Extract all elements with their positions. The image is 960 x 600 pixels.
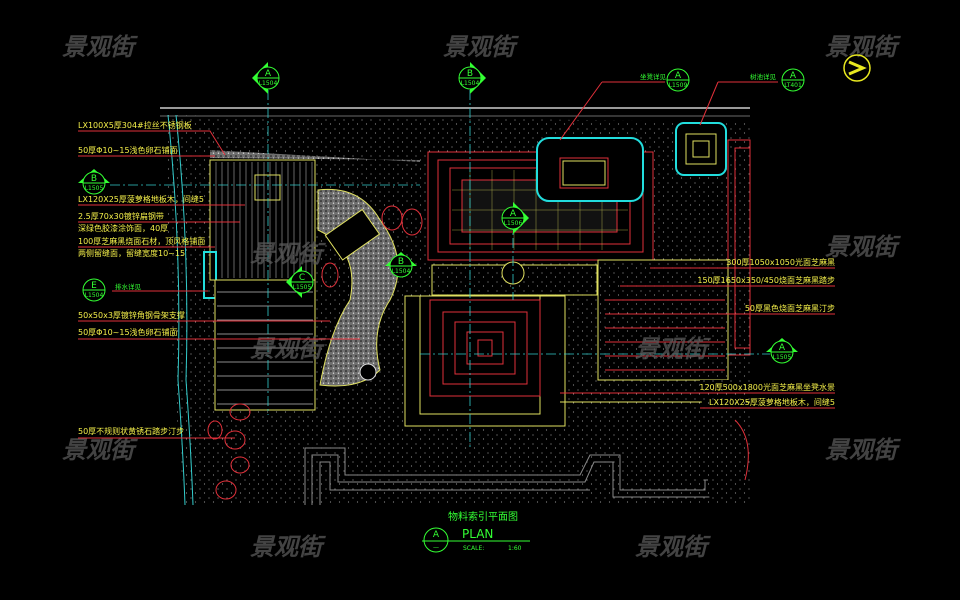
watermarks: 景观街 景观街 景观街 景观街 景观街 景观街 景观街 景观街 景观街 景观街 … <box>62 33 901 561</box>
marker-sheet: L1506 <box>504 220 523 227</box>
tree-pit <box>675 122 727 176</box>
water-feature <box>427 137 654 261</box>
marker-letter: A <box>779 343 786 353</box>
annotation-label: 100厚芝麻黑烧面石材，顶风格铺面 <box>78 236 205 246</box>
annotation-label: LX120X25厚菠萝格地板木，间缝5 <box>78 194 204 204</box>
bridge-slab <box>324 208 381 261</box>
bench <box>536 137 644 202</box>
svg-text:SCALE:: SCALE: <box>463 545 484 552</box>
svg-text:景观街: 景观街 <box>62 436 138 464</box>
svg-text:景观街: 景观街 <box>825 436 901 464</box>
marker-sheet: L1509 <box>669 82 688 89</box>
marker-letter: A <box>675 71 682 81</box>
site-plan <box>110 90 770 506</box>
annotation-label: LX100X5厚304#拉丝不锈钢板 <box>78 120 192 130</box>
svg-text:景观街: 景观街 <box>250 533 326 561</box>
marker-sheet: L1504 <box>259 80 278 87</box>
marker-letter: B <box>398 257 404 267</box>
marker-letter: A <box>510 209 517 219</box>
svg-text:景观街: 景观街 <box>250 335 326 363</box>
svg-text:景观街: 景观街 <box>443 33 519 61</box>
bench-detail-tag: 坐凳详见 <box>640 72 667 81</box>
marker-letter: A <box>265 69 272 79</box>
tree-marker <box>359 363 377 381</box>
drain-grate <box>203 251 217 299</box>
annotation-label: 50厚Φ10~15浅色卵石铺面 <box>78 327 178 337</box>
annotation-label: 150厚1650x350/450烧面芝麻黑踏步 <box>697 275 835 285</box>
marker-letter: C <box>299 273 305 283</box>
annotation-label: 50厚Φ10~15浅色卵石铺面 <box>78 145 178 155</box>
marker-sheet: L1505 <box>293 284 312 291</box>
plan-label: PLAN <box>462 527 493 541</box>
drawing-title: 物料索引平面图 <box>448 510 518 523</box>
title-block: 物料索引平面图 A — PLAN SCALE: 1:60 <box>422 510 530 553</box>
annotation-label: 深绿色胶漆涂饰面，40厚 <box>78 223 168 233</box>
annotation-label: 50厚不规则状黄锈石踏步汀步 <box>78 426 184 436</box>
svg-text:景观街: 景观街 <box>825 233 901 261</box>
stepping-stones <box>207 205 423 500</box>
drain-tag: 排水详见 <box>115 282 142 291</box>
left-annotations: LX100X5厚304#拉丝不锈钢板 50厚Φ10~15浅色卵石铺面 LX120… <box>78 120 360 439</box>
annotation-label: 50x50x3厚镀锌角钢骨架支撑 <box>78 310 185 320</box>
marker-letter: B <box>91 174 97 184</box>
marker-sheet: L1504 <box>392 268 411 275</box>
building-outline <box>304 447 721 505</box>
svg-text:景观街: 景观街 <box>250 240 326 268</box>
axis-lines <box>110 90 770 450</box>
wood-deck <box>203 159 316 411</box>
marker-sheet: L1505 <box>85 185 104 192</box>
top-annotations: 坐凳详见 树池详见 <box>559 72 778 141</box>
svg-text:景观街: 景观街 <box>635 335 711 363</box>
north-arrow-icon <box>843 54 871 82</box>
marker-sheet: L1505 <box>773 354 792 361</box>
svg-text:景观街: 景观街 <box>635 533 711 561</box>
marker-sheet: L1504 <box>85 292 104 299</box>
marker-letter: A <box>790 71 797 81</box>
tree-pit-detail-tag: 树池详见 <box>750 72 777 81</box>
marker-letter: B <box>467 69 473 79</box>
annotation-label: 两侧留缝面，留缝宽度10~15 <box>78 248 185 258</box>
detail-markers[interactable]: AL1504BL1504AL1509ALT401BL1505EL1504CL15… <box>78 62 805 364</box>
right-annotations: 300厚1050x1050光面芝麻黑 150厚1650x350/450烧面芝麻黑… <box>560 257 835 409</box>
marker-sheet: LT401 <box>784 82 802 89</box>
annotation-label: 120厚500x1800光面芝麻黑坐凳水景 <box>699 382 835 392</box>
scale-value: 1:60 <box>508 545 522 552</box>
svg-text:—: — <box>433 544 439 551</box>
annotation-label: LX120X25厚菠萝格地板木，间缝5 <box>709 397 835 407</box>
svg-text:A: A <box>433 530 440 540</box>
marker-sheet: L1504 <box>461 80 480 87</box>
annotation-label: 300厚1050x1050光面芝麻黑 <box>726 257 835 267</box>
annotation-label: 50厚黑色烧面芝麻黑汀步 <box>745 303 835 313</box>
site-edge <box>167 114 186 506</box>
annotation-label: 2.5厚70x30镀锌扁钢带 <box>78 211 164 221</box>
svg-text:景观街: 景观街 <box>62 33 138 61</box>
marker-letter: E <box>91 281 97 291</box>
